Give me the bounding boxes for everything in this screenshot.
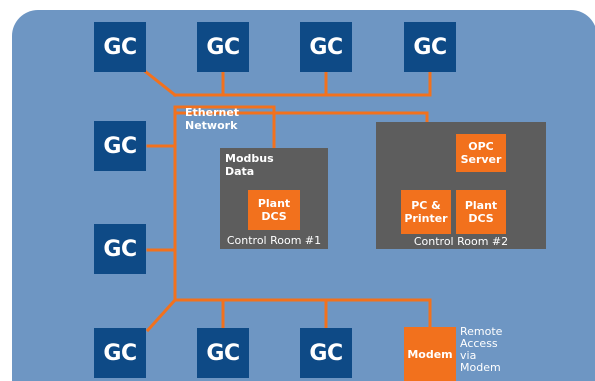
gc-left-1: GC xyxy=(94,121,146,171)
gc-bottom-3: GC xyxy=(300,328,352,378)
gc-top-4: GC xyxy=(404,22,456,72)
ethernet-network-label: Ethernet Network xyxy=(185,106,240,132)
room2-plant-dcs: Plant DCS xyxy=(456,190,506,234)
control-room-2: OPC Server PC & Printer Plant DCS Contro… xyxy=(376,122,546,249)
gc-bottom-1-link xyxy=(145,297,178,333)
network-diagram: GC GC GC GC GC GC GC GC GC Ethernet Netw… xyxy=(12,10,595,381)
control-room-1: Modbus Data Plant DCS Control Room #1 xyxy=(220,148,328,249)
gc-top-1-link xyxy=(143,69,178,98)
control-room-1-label: Control Room #1 xyxy=(226,234,322,247)
gc-bottom-2: GC xyxy=(197,328,249,378)
modbus-data-label: Modbus Data xyxy=(225,152,274,178)
gc-left-2: GC xyxy=(94,224,146,274)
room1-plant-dcs: Plant DCS xyxy=(248,190,300,230)
control-room-2-label: Control Room #2 xyxy=(413,235,509,248)
remote-access-label: Remote Access via Modem xyxy=(460,325,503,374)
gc-top-2: GC xyxy=(197,22,249,72)
pc-printer: PC & Printer xyxy=(401,190,451,234)
opc-server: OPC Server xyxy=(456,134,506,172)
gc-top-1: GC xyxy=(94,22,146,72)
gc-bottom-1: GC xyxy=(94,328,146,378)
gc-top-3: GC xyxy=(300,22,352,72)
modem-box: Modem xyxy=(404,327,456,381)
